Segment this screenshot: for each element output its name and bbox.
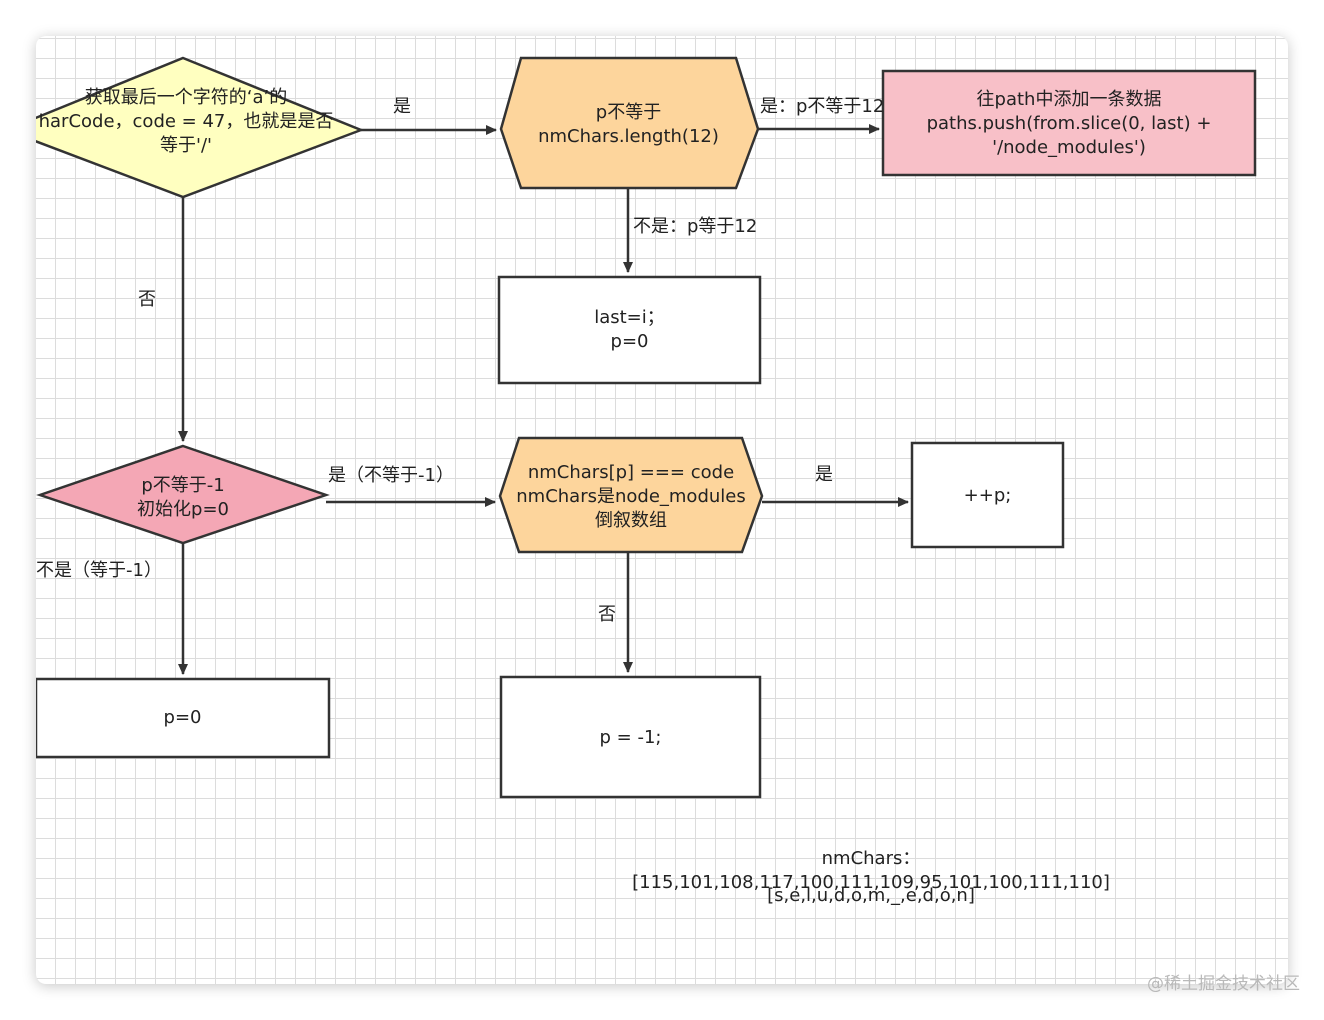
action-add-path (881, 69, 1257, 177)
label-p-not-12: p不等于 nmChars.length(12) (538, 102, 719, 147)
edge-label-no-eq-12: 不是：p等于12 (633, 216, 758, 237)
note-nmchars-values: nmChars：[115,101,108,117,100,111,109,95,… (632, 848, 1110, 893)
action-p-minus1 (499, 675, 762, 799)
label-inc-p: ++p; (963, 485, 1012, 506)
action-inc-p (910, 441, 1065, 549)
edge-label-yes-2: 是 (815, 464, 833, 485)
action-last-i (497, 275, 762, 385)
edge-label-no-eq-minus1: 不是（等于-1） (36, 560, 162, 581)
edge-label-yes-not-12: 是：p不等于12 (760, 96, 885, 117)
decision-p-not-12 (499, 56, 760, 190)
note-nmchars-letters: [s,e,l,u,d,o,m,_,e,d,o,n] (767, 885, 975, 906)
decision-nmchars-eq-code (498, 436, 764, 554)
diagram-canvas: 获取最后一个字符的‘a’的 harCode，code = 47，也就是是否 等于… (36, 36, 1288, 984)
label-nmchars-eq-code: nmChars[p] === code nmChars是node_modules… (516, 462, 746, 531)
action-p-zero (36, 677, 331, 759)
label-p-minus1: p = -1; (599, 727, 662, 748)
edge-label-no-2: 否 (598, 604, 616, 625)
label-add-path: 往path中添加一条数据 paths.push(from.slice(0, la… (926, 89, 1212, 158)
edge-label-no-1: 否 (138, 289, 156, 310)
label-last-i: last=i； p=0 (594, 307, 665, 352)
edge-label-yes-1: 是 (393, 96, 411, 117)
watermark: @稀土掘金技术社区 (1147, 974, 1300, 994)
edge-label-yes-not-minus1: 是（不等于-1） (328, 465, 454, 486)
label-p-not-minus1: p不等于-1 初始化p=0 (137, 475, 229, 520)
label-p-zero: p=0 (163, 707, 202, 728)
flowchart (36, 56, 1257, 799)
label-get-last-char: 获取最后一个字符的‘a’的 harCode，code = 47，也就是是否 等于… (38, 87, 334, 156)
